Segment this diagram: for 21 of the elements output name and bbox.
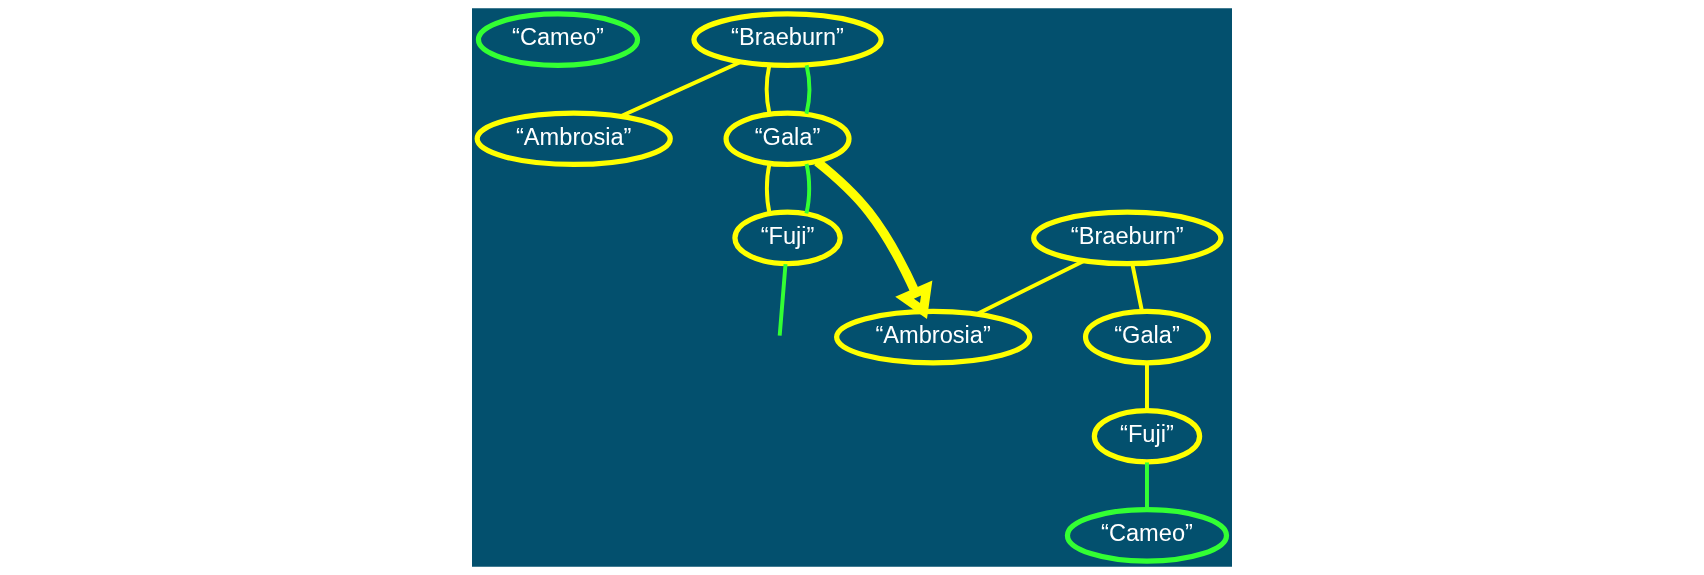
connector [1145,363,1149,411]
node-ellipse: “Ambrosia” [834,308,1033,366]
connector [620,60,742,118]
node-ellipse: “Fuji” [732,209,843,267]
node-ellipse: “Fuji” [1091,407,1203,465]
node-ellipse: “Braeburn” [691,11,884,68]
connector [804,163,812,214]
connector [777,263,788,336]
node-ellipse: “Cameo” [475,11,641,68]
connector [976,259,1085,316]
node-ellipse: “Braeburn” [1031,209,1224,267]
connector [1145,462,1149,510]
node-ellipse: “Cameo” [1064,507,1230,564]
connector [764,64,772,115]
node-ellipse: “Gala” [1082,308,1212,366]
connector [804,64,812,115]
arrow [814,158,933,319]
connector [1130,263,1144,312]
node-ellipse: “Ambrosia” [474,110,673,168]
connector [764,163,772,214]
node-ellipse: “Gala” [723,110,852,168]
